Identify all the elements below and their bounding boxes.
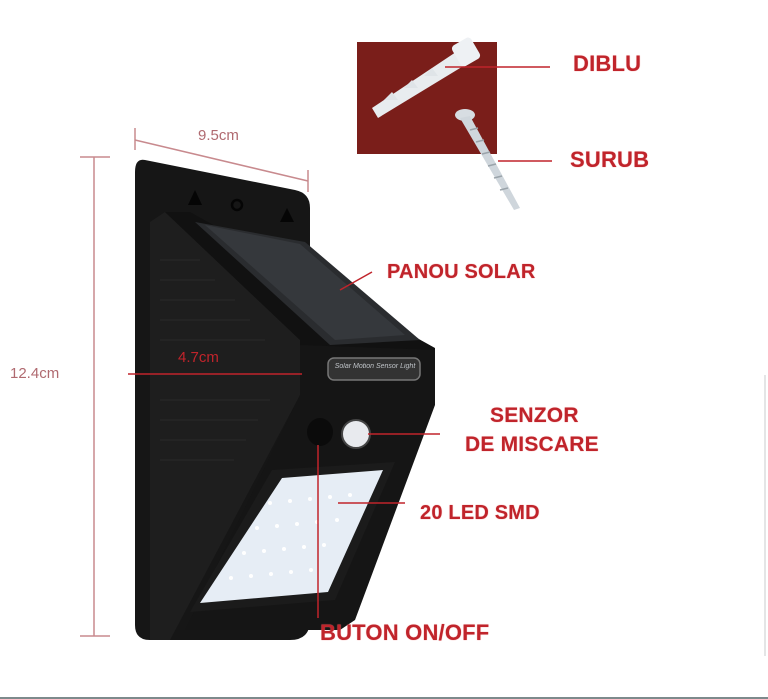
led-dots <box>229 493 352 580</box>
bottom-edge-bar <box>0 697 768 699</box>
mount-triangle-icon <box>280 208 294 222</box>
screw-label: SURUB <box>570 147 650 172</box>
height-dimension-label: 12.4cm <box>10 365 60 382</box>
sticker <box>327 357 421 381</box>
height-dimension-line <box>80 156 110 637</box>
motion-sensor-label-line2: DE MISCARE <box>465 433 599 456</box>
width-dimension-line <box>134 128 309 192</box>
solar-leader-line <box>339 271 373 291</box>
power-button[interactable] <box>307 418 333 446</box>
sticker-text: Solar Motion Sensor Light <box>334 363 416 370</box>
led-label: 20 LED SMD <box>420 502 540 524</box>
depth-dimension-label: 4.7cm <box>178 349 219 366</box>
led-panel <box>200 470 383 603</box>
housing-side <box>150 212 300 640</box>
housing-ribs <box>160 259 270 461</box>
dowel-icon <box>372 37 481 118</box>
mount-triangle-icon <box>188 190 202 205</box>
width-dimension-label: 9.5cm <box>198 127 239 144</box>
dowel-label: DIBLU <box>573 51 642 76</box>
button-label: BUTON ON/OFF <box>320 620 490 645</box>
solar-panel-label: PANOU SOLAR <box>387 261 536 283</box>
screw-icon <box>455 109 520 210</box>
motion-sensor-label-line1: SENZOR <box>490 404 579 427</box>
motion-sensor-icon <box>341 419 371 449</box>
keyhole-icon <box>230 198 244 212</box>
